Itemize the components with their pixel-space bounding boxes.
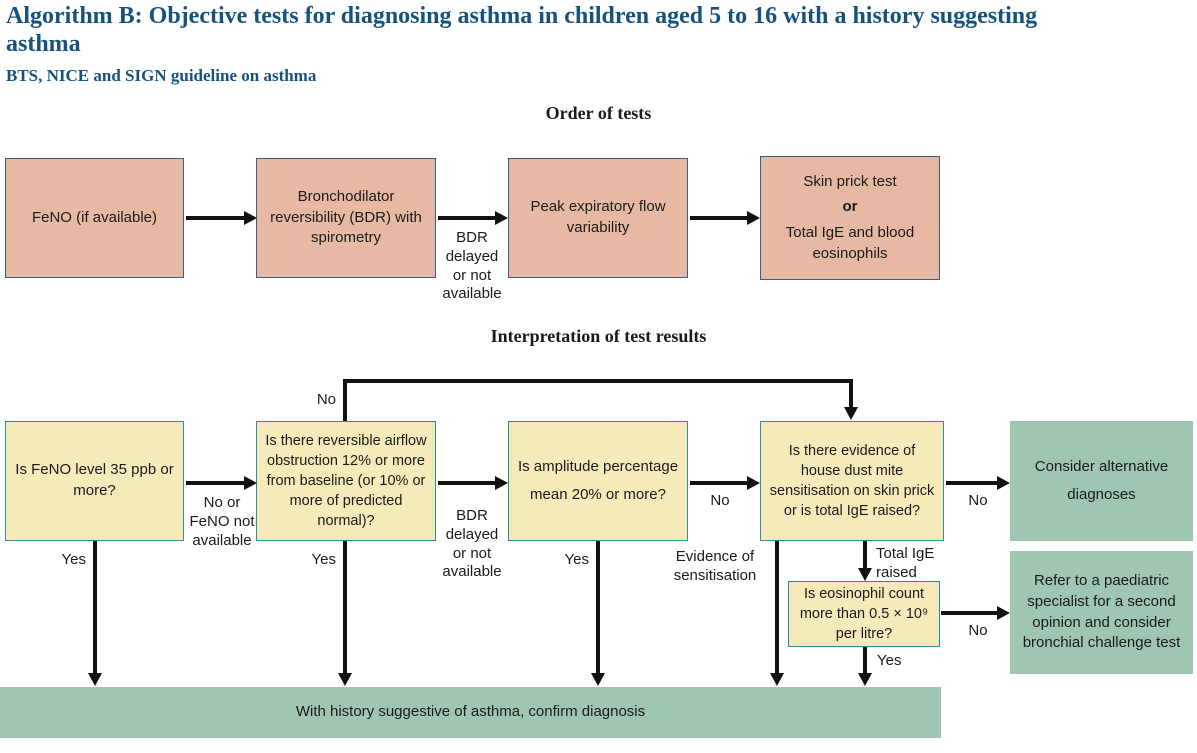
arrowhead-yes-bdr-down — [338, 673, 352, 686]
arrowhead-yes-eosinophil-down — [858, 673, 872, 686]
feedback-line-down — [849, 379, 853, 408]
box-bdr-question: Is there reversible airflow obstruction … — [256, 421, 436, 541]
box-hdm-question: Is there evidence of house dust mite sen… — [760, 421, 944, 541]
arrowhead-bdr-to-amplitude — [495, 476, 508, 490]
order-of-tests-heading: Order of tests — [545, 103, 652, 123]
skin-prick-line3: Total IgE and blood eosinophils — [785, 224, 915, 262]
arrowhead-amplitude-to-hdm — [747, 476, 760, 490]
arrow-yes-eosinophil-down — [863, 647, 867, 674]
arrow-eosinophil-to-refer — [941, 611, 998, 615]
bar-confirm-diagnosis: With history suggestive of asthma, confi… — [0, 687, 941, 738]
arrowhead-feno-to-bdr-question — [244, 476, 257, 490]
arrow-yes-feno-down — [93, 541, 97, 674]
label-bdr-delayed-order-row: BDR delayed or not available — [442, 229, 502, 303]
label-yes-feno: Yes — [61, 551, 86, 568]
skin-prick-line1: Skin prick test — [803, 172, 897, 190]
box-refer-specialist: Refer to a paediatric specialist for a s… — [1010, 551, 1193, 674]
arrow-bdr-to-amplitude — [438, 481, 496, 485]
arrow-feno-to-bdr-question — [186, 481, 245, 485]
page-subtitle: BTS, NICE and SIGN guideline on asthma — [6, 66, 317, 85]
arrow-yes-bdr-down — [343, 541, 347, 674]
label-no-hdm: No — [968, 492, 988, 509]
arrowhead-hdm-to-consider — [997, 476, 1010, 490]
label-yes-amplitude: Yes — [564, 551, 589, 568]
arrow-hdm-to-consider — [946, 481, 998, 485]
arrow-feno-to-bdr — [186, 216, 245, 220]
label-total-ige-raised: Total IgE raised — [876, 545, 935, 581]
arrowhead-feno-to-bdr — [244, 211, 257, 225]
label-evidence-sensitisation: Evidence of sensitisation — [673, 548, 757, 584]
arrow-bdr-to-pef — [438, 216, 496, 220]
arrow-amplitude-to-hdm — [690, 481, 748, 485]
box-amplitude-question: Is amplitude percentage mean 20% or more… — [508, 421, 688, 541]
arrow-total-ige-down — [863, 541, 867, 569]
arrowhead-eosinophil-to-refer — [997, 606, 1010, 620]
box-skin-prick-ige: Skin prick test or Total IgE and blood e… — [760, 156, 940, 280]
interpretation-heading: Interpretation of test results — [490, 326, 707, 346]
arrowhead-yes-feno-down — [88, 673, 102, 686]
arrowhead-total-ige-down — [858, 568, 872, 581]
box-consider-alternative: Consider alternative diagnoses — [1010, 421, 1193, 541]
arrowhead-evidence-down — [770, 673, 784, 686]
arrow-evidence-down — [775, 541, 779, 674]
feedback-line-up — [343, 379, 347, 421]
arrowhead-bdr-to-pef — [495, 211, 508, 225]
arrowhead-feedback-to-hdm — [844, 407, 858, 420]
page-title: Algorithm B: Objective tests for diagnos… — [6, 3, 1038, 57]
box-eosinophil-question: Is eosinophil count more than 0.5 × 10⁹ … — [788, 581, 940, 647]
box-feno-question: Is FeNO level 35 ppb or more? — [5, 421, 184, 541]
arrow-yes-amplitude-down — [596, 541, 600, 674]
label-bdr-delayed-interp-row: BDR delayed or not available — [442, 507, 502, 581]
arrowhead-pef-to-skin — [747, 211, 760, 225]
box-feno-test: FeNO (if available) — [5, 158, 184, 278]
label-no-feedback: No — [316, 391, 336, 408]
label-no-eosinophil: No — [968, 622, 988, 639]
arrowhead-yes-amplitude-down — [591, 673, 605, 686]
box-bdr-spirometry: Bronchodilator reversibility (BDR) with … — [256, 158, 436, 278]
feedback-line-across — [343, 379, 853, 383]
arrow-pef-to-skin — [690, 216, 748, 220]
skin-prick-or: or — [842, 198, 858, 216]
label-yes-eosinophil: Yes — [877, 652, 902, 669]
label-no-or-feno: No or FeNO not available — [189, 494, 255, 549]
label-yes-bdr: Yes — [311, 551, 336, 568]
box-pef-variability: Peak expiratory flow variability — [508, 158, 688, 278]
label-no-amplitude: No — [710, 492, 730, 509]
